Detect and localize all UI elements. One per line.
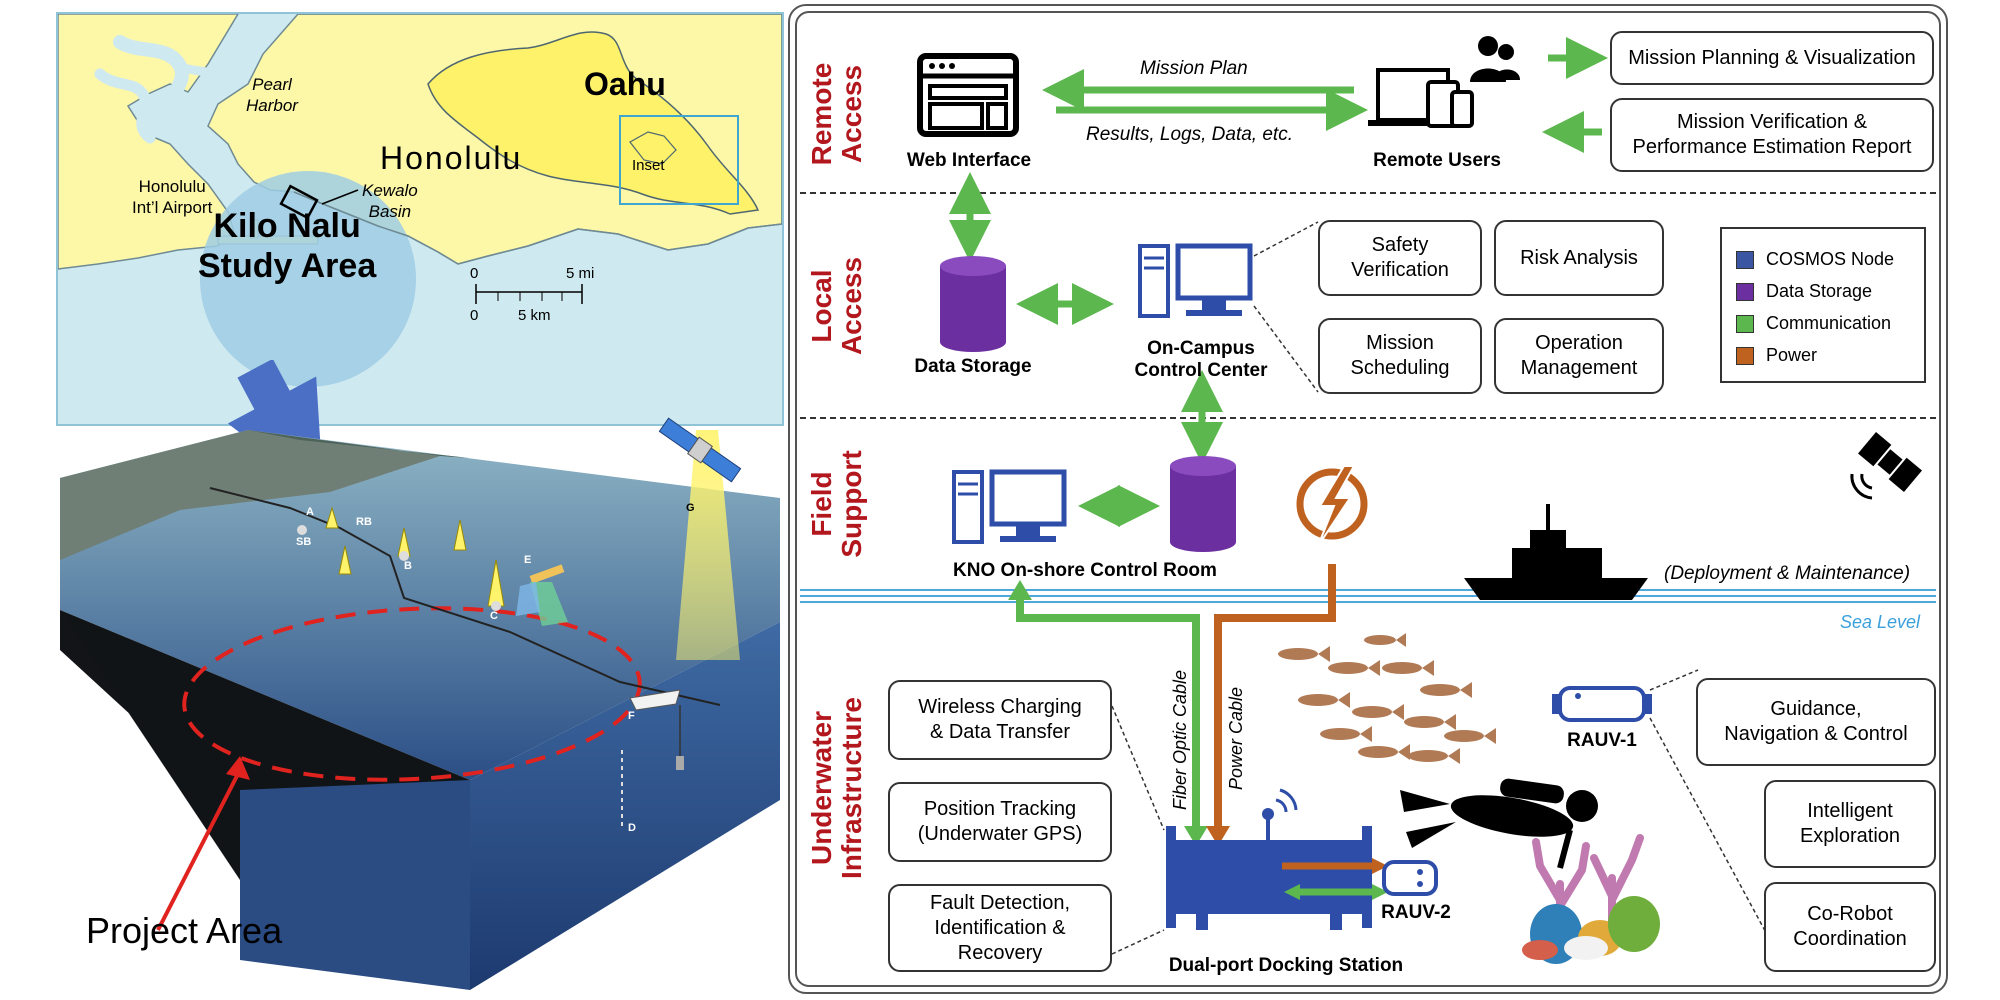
rauv1-label: RAUV-1 (1567, 730, 1637, 751)
box-co-robot: Co-Robot Coordination (1764, 882, 1936, 972)
island-label: Oahu (584, 66, 666, 102)
inset-label: Inset (632, 157, 665, 174)
legend-item-storage: Data Storage (1736, 281, 1872, 302)
data-storage-label: Data Storage (914, 356, 1032, 377)
box-position-tracking: Position Tracking (Underwater GPS) (888, 782, 1112, 862)
rauv1-icon (1552, 686, 1652, 722)
legend-item-cosmos: COSMOS Node (1736, 249, 1894, 270)
docking-station-icon (1166, 788, 1372, 930)
legend-swatch-communication (1736, 314, 1754, 333)
control-room-label: KNO On-shore Control Room (953, 560, 1217, 581)
legend-label-cosmos: COSMOS Node (1766, 249, 1895, 269)
sea-level-label: Sea Level (1840, 612, 1921, 632)
node-rb-label: RB (356, 516, 372, 528)
city-label: Honolulu (380, 140, 523, 176)
web-interface-label: Web Interface (906, 150, 1032, 171)
box-fault-detection: Fault Detection, Identification & Recove… (888, 884, 1112, 972)
box-operation-management: Operation Management (1494, 318, 1664, 394)
deployment-label: (Deployment & Maintenance) (1664, 563, 1911, 584)
legend-label-power: Power (1766, 345, 1818, 365)
box-mission-planning: Mission Planning & Visualization (1610, 31, 1934, 85)
scale-top-end: 5 mi (566, 265, 595, 282)
legend: COSMOS Node Data Storage Communication P… (1720, 227, 1926, 383)
divider-remote-local (800, 192, 1936, 194)
framework-outer-frame (788, 4, 1948, 994)
legend-swatch-cosmos (1736, 250, 1754, 269)
scale-top-start: 0 (470, 265, 479, 282)
legend-item-communication: Communication (1736, 313, 1891, 334)
power-cable-label: Power Cable (1226, 686, 1246, 790)
box-risk-analysis: Risk Analysis (1494, 220, 1664, 296)
results-label: Results, Logs, Data, etc. (1086, 124, 1293, 145)
box-mission-scheduling: Mission Scheduling (1318, 318, 1482, 394)
control-center-computer-icon (1138, 243, 1253, 318)
location-map: Oahu Honolulu Pearl Harbor Honolulu Int’… (56, 12, 784, 426)
data-storage-icon-local (940, 256, 1006, 352)
project-area-scene: A RB SB B C D E F G (0, 360, 780, 1000)
mission-plan-label: Mission Plan (1140, 58, 1248, 79)
scale-bottom-end: 5 km (518, 307, 551, 324)
fish-school (1278, 633, 1496, 764)
box-safety-verification: Safety Verification (1318, 220, 1482, 296)
basin-label: Kewalo Basin (362, 181, 418, 221)
node-d-label: D (628, 822, 636, 834)
box-mission-verification: Mission Verification & Performance Estim… (1610, 98, 1934, 172)
node-sb-label: SB (296, 536, 312, 548)
web-interface-icon (917, 53, 1019, 137)
scale-bottom-start: 0 (470, 307, 479, 324)
remote-users-icon (1368, 36, 1520, 128)
legend-label-storage: Data Storage (1766, 281, 1873, 301)
framework-inner-frame (795, 11, 1941, 987)
rauv2-label: RAUV-2 (1381, 902, 1451, 923)
control-room-computer-icon (952, 469, 1067, 544)
node-f-label: F (628, 710, 635, 722)
box-guidance-navigation: Guidance, Navigation & Control (1696, 678, 1936, 766)
divider-local-field (800, 417, 1936, 419)
node-g-label: G (686, 502, 695, 514)
node-b-label: B (404, 560, 412, 572)
node-e-label: E (524, 554, 532, 566)
power-icon (1296, 465, 1368, 547)
box-intelligent-exploration: Intelligent Exploration (1764, 780, 1936, 868)
remote-users-label: Remote Users (1373, 150, 1501, 171)
project-area-label: Project Area (86, 910, 283, 951)
coral-icon (1522, 834, 1660, 964)
study-area-label: Kilo Nalu Study Area (198, 207, 377, 285)
box-wireless-charging: Wireless Charging & Data Transfer (888, 680, 1112, 760)
map-graphic (58, 14, 782, 424)
legend-swatch-storage (1736, 282, 1754, 301)
node-a-label: A (306, 506, 314, 518)
legend-item-power: Power (1736, 345, 1817, 366)
scene-graphic (60, 360, 780, 990)
diver-icon (1400, 778, 1598, 869)
satellite-icon (1858, 431, 1922, 493)
harbor-label: Pearl Harbor (246, 75, 298, 115)
data-storage-icon-field (1170, 456, 1236, 552)
airport-label: Honolulu Int’l Airport (132, 177, 213, 217)
control-center-label: On-Campus Control Center (1134, 338, 1268, 381)
boat-icon (1464, 504, 1648, 600)
node-c-label: C (490, 610, 498, 622)
rauv2-icon (1382, 860, 1438, 896)
legend-swatch-power (1736, 346, 1754, 365)
fiber-cable-label: Fiber Optic Cable (1170, 669, 1190, 810)
legend-label-communication: Communication (1766, 313, 1892, 333)
docking-station-label: Dual-port Docking Station (1168, 955, 1404, 976)
